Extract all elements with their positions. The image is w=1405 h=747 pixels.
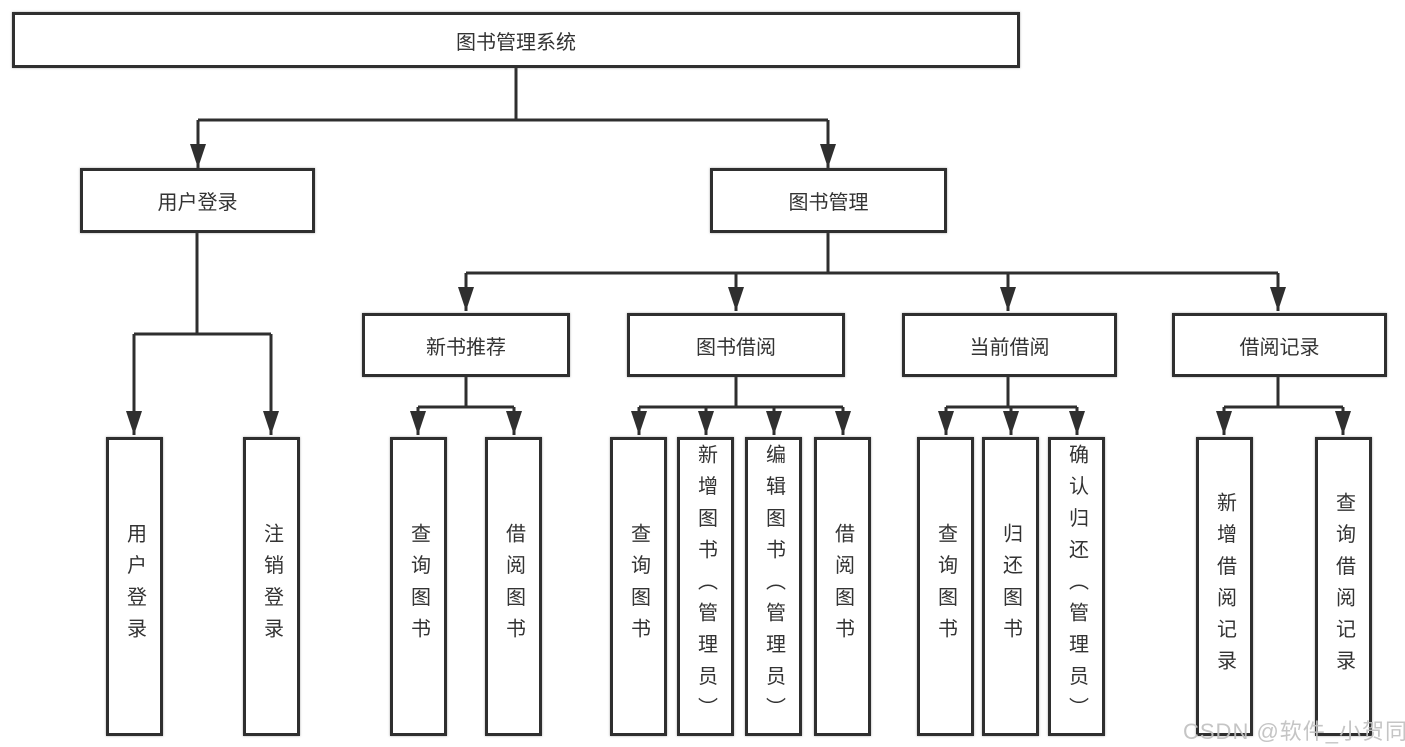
leaf-user-login: 用户登录	[106, 437, 163, 736]
connector-user-login-children	[134, 233, 271, 336]
leaf-confirm-return-admin: 确认归还（管理员）	[1048, 437, 1105, 736]
connector-new-book-children	[418, 377, 514, 409]
leaf-current-query-books: 查询图书	[917, 437, 974, 736]
connector-current-borrow-children	[946, 377, 1077, 409]
leaf-newbook-borrow-books-label: 借阅图书	[502, 523, 525, 650]
node-user-login-label: 用户登录	[157, 192, 238, 214]
node-book-borrow: 图书借阅	[627, 313, 845, 377]
node-root-label: 图书管理系统	[456, 31, 576, 54]
leaf-borrow-query-books: 查询图书	[610, 437, 667, 736]
node-borrow-records: 借阅记录	[1172, 313, 1387, 377]
connector-book-mgmt-children	[466, 233, 1278, 275]
node-book-borrow-label: 图书借阅	[696, 336, 776, 359]
node-book-management-label: 图书管理	[788, 192, 869, 214]
leaf-add-borrow-record-label: 新增借阅记录	[1213, 491, 1236, 682]
node-new-book-recommend: 新书推荐	[362, 313, 570, 377]
leaf-borrow-books: 借阅图书	[814, 437, 871, 736]
leaf-user-login-label: 用户登录	[123, 523, 146, 650]
node-borrow-records-label: 借阅记录	[1239, 336, 1320, 359]
leaf-return-books: 归还图书	[982, 437, 1039, 736]
leaf-add-books-admin-label: 新增图书（管理员）	[694, 444, 717, 729]
leaf-edit-books-admin-label: 编辑图书（管理员）	[762, 444, 785, 729]
connector-book-borrow-children	[639, 377, 843, 409]
leaf-edit-books-admin: 编辑图书（管理员）	[745, 437, 802, 736]
leaf-newbook-query-books: 查询图书	[390, 437, 447, 736]
leaf-borrow-query-books-label: 查询图书	[627, 523, 650, 650]
leaf-newbook-borrow-books: 借阅图书	[485, 437, 542, 736]
leaf-query-borrow-record-label: 查询借阅记录	[1332, 491, 1355, 682]
leaf-newbook-query-books-label: 查询图书	[407, 523, 430, 650]
connector-root-to-level2	[198, 68, 828, 122]
leaf-confirm-return-admin-label: 确认归还（管理员）	[1065, 444, 1088, 729]
node-user-login: 用户登录	[80, 168, 315, 233]
node-root: 图书管理系统	[12, 12, 1020, 68]
connector-borrow-records-children	[1224, 377, 1343, 409]
leaf-add-borrow-record: 新增借阅记录	[1196, 437, 1253, 736]
node-new-book-recommend-label: 新书推荐	[426, 336, 506, 359]
leaf-logout: 注销登录	[243, 437, 300, 736]
leaf-return-books-label: 归还图书	[999, 523, 1022, 650]
leaf-query-borrow-record: 查询借阅记录	[1315, 437, 1372, 736]
leaf-borrow-books-label: 借阅图书	[831, 523, 854, 650]
leaf-logout-label: 注销登录	[260, 523, 283, 650]
node-book-management: 图书管理	[710, 168, 947, 233]
node-current-borrow-label: 当前借阅	[969, 336, 1050, 359]
leaf-add-books-admin: 新增图书（管理员）	[677, 437, 734, 736]
watermark: CSDN @软件_小贺同学	[1183, 719, 1405, 744]
leaf-current-query-books-label: 查询图书	[934, 523, 957, 650]
node-current-borrow: 当前借阅	[902, 313, 1117, 377]
